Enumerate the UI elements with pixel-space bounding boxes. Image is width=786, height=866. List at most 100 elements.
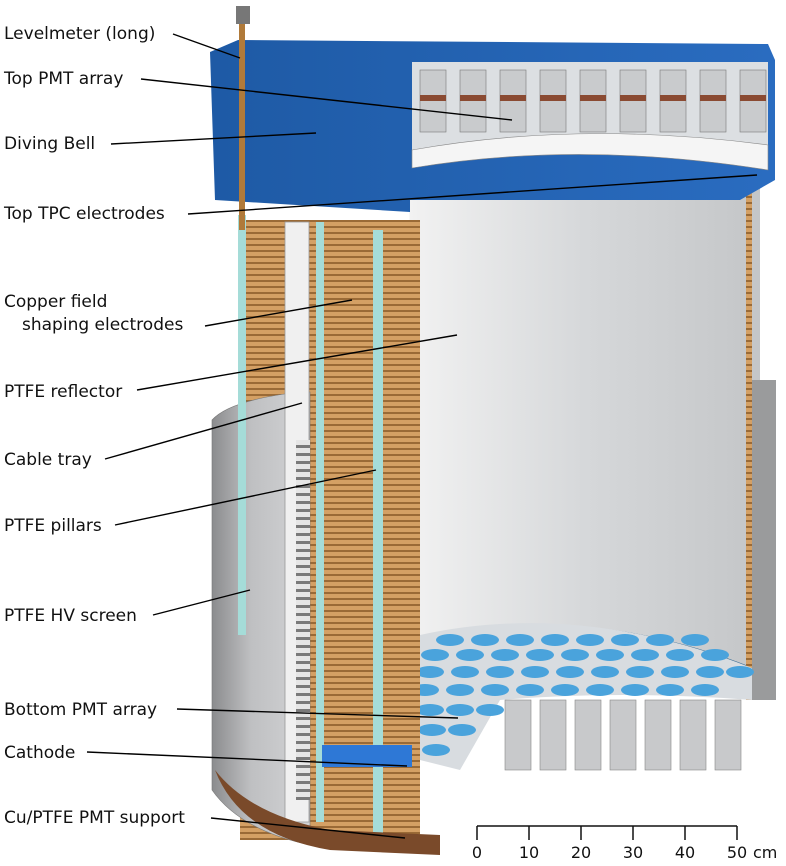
pmt-window	[418, 724, 446, 736]
label-top-tpc-electrodes: Top TPC electrodes	[4, 204, 165, 224]
bottom-pmt-bodies	[504, 699, 742, 771]
top-pmt-base	[460, 95, 486, 101]
pmt-window	[521, 666, 549, 678]
ptfe-pillars	[238, 215, 383, 840]
pmt-window	[696, 666, 724, 678]
pmt-window	[446, 704, 474, 716]
pmt-window	[561, 649, 589, 661]
pmt-window	[422, 744, 450, 756]
leader-hv-screen	[152, 589, 251, 616]
pmt-window	[451, 666, 479, 678]
leader-cathode	[86, 751, 408, 767]
pmt-window	[471, 634, 499, 646]
bottom-pmt-array-disk	[411, 623, 754, 770]
label-levelmeter: Levelmeter (long)	[4, 24, 156, 44]
scale-tick-label: 20	[571, 843, 591, 862]
leader-levelmeter	[172, 33, 241, 59]
pmt-window	[586, 684, 614, 696]
pmt-window	[591, 666, 619, 678]
pmt-body	[679, 699, 707, 771]
leader-pmt-support	[210, 817, 406, 839]
scale-tick-label: 10	[519, 843, 539, 862]
label-pmt-support: Cu/PTFE PMT support	[4, 808, 185, 828]
pmt-window	[631, 649, 659, 661]
label-cable-tray: Cable tray	[4, 450, 92, 470]
pmt-window	[556, 666, 584, 678]
scale-tick-label: 0	[472, 843, 482, 862]
scale-tick-label: 40	[675, 843, 695, 862]
pmt-window	[656, 684, 684, 696]
right-outer-wall	[752, 380, 776, 700]
pmt-body	[609, 699, 637, 771]
label-diving-bell: Diving Bell	[4, 134, 96, 154]
top-pmt-base	[420, 95, 446, 101]
label-top-pmt-array: Top PMT array	[4, 69, 124, 89]
label-bottom-pmt-array: Bottom PMT array	[4, 700, 158, 720]
pmt-window	[456, 649, 484, 661]
leader-top-tpc	[187, 174, 758, 215]
pmt-window	[681, 634, 709, 646]
right-copper-strip	[746, 170, 752, 700]
pmt-window	[446, 684, 474, 696]
pmt-body	[504, 699, 532, 771]
pmt-window	[691, 684, 719, 696]
label-ptfe-reflector: PTFE reflector	[4, 382, 123, 402]
scale-tick-label: 30	[623, 843, 643, 862]
leader-cable-tray	[104, 402, 303, 460]
leader-ptfe-reflector	[136, 334, 458, 391]
leader-bottom-pmt	[176, 708, 459, 719]
levelmeter-head	[236, 6, 250, 24]
pmt-window	[596, 649, 624, 661]
pmt-window	[621, 684, 649, 696]
pmt-window	[611, 634, 639, 646]
pmt-window	[666, 649, 694, 661]
pmt-window	[701, 649, 729, 661]
pmt-window	[516, 684, 544, 696]
leader-top-pmt	[140, 78, 513, 121]
top-pmt-base	[620, 95, 646, 101]
pmt-body	[539, 699, 567, 771]
pmt-body	[574, 699, 602, 771]
cable-tray	[284, 221, 310, 823]
label-ptfe-hv-screen: PTFE HV screen	[4, 606, 137, 626]
pmt-body	[644, 699, 672, 771]
top-pmt-base	[740, 95, 766, 101]
ptfe-reflector-wall	[408, 145, 760, 700]
pmt-window	[421, 649, 449, 661]
pmt-window	[661, 666, 689, 678]
pmt-body	[714, 699, 742, 771]
scale-tick-label: 50	[727, 843, 747, 862]
pmt-support-base	[215, 770, 440, 855]
pmt-window	[726, 666, 754, 678]
pmt-window	[436, 634, 464, 646]
top-pmt-base	[500, 95, 526, 101]
top-pmt-base	[700, 95, 726, 101]
label-copper-line1: Copper field	[4, 292, 108, 312]
pmt-window	[551, 684, 579, 696]
pmt-window	[626, 666, 654, 678]
pmt-window	[476, 704, 504, 716]
pmt-window	[541, 634, 569, 646]
levelmeter-rod	[239, 10, 245, 230]
top-pmt-base	[660, 95, 686, 101]
pmt-window	[416, 666, 444, 678]
pmt-window	[416, 704, 444, 716]
label-ptfe-pillars: PTFE pillars	[4, 516, 102, 536]
pmt-window	[526, 649, 554, 661]
pmt-window	[646, 634, 674, 646]
leader-diving-bell	[110, 132, 317, 145]
pmt-window	[486, 666, 514, 678]
top-pmt-base	[540, 95, 566, 101]
leader-copper	[204, 299, 353, 327]
pmt-window	[576, 634, 604, 646]
pmt-window	[448, 724, 476, 736]
pmt-window	[491, 649, 519, 661]
label-cathode: Cathode	[4, 743, 76, 763]
pmt-window	[506, 634, 534, 646]
label-copper-line2: shaping electrodes	[22, 315, 184, 335]
top-pmt-base	[580, 95, 606, 101]
pmt-window	[481, 684, 509, 696]
